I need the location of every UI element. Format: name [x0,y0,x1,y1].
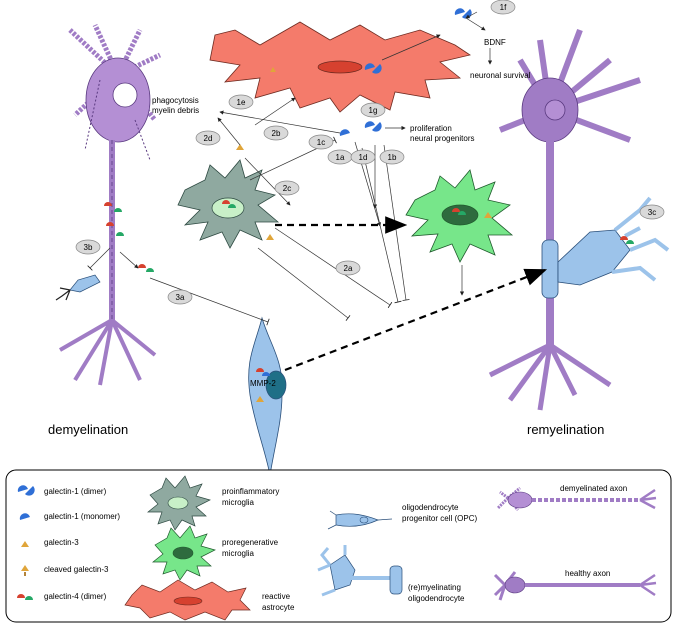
svg-text:2a: 2a [344,264,353,273]
svg-text:galectin-1 (dimer): galectin-1 (dimer) [44,487,107,496]
svg-text:1d: 1d [359,153,368,162]
svg-text:microglia: microglia [222,498,255,507]
label-neuronal-survival: neuronal survival [470,71,531,80]
step-pill-3b: 3b [75,239,101,255]
svg-text:3c: 3c [648,208,656,217]
svg-text:1f: 1f [500,3,507,12]
svg-text:cleaved galectin-3: cleaved galectin-3 [44,565,109,574]
svg-text:1b: 1b [388,153,397,162]
svg-text:1a: 1a [336,153,345,162]
step-pill-1f: 1f [490,0,516,15]
svg-text:2b: 2b [272,129,281,138]
legend-galectin-4-dimer: galectin-4 (dimer) [17,592,107,601]
svg-text:2c: 2c [283,184,291,193]
step-pill-3a: 3a [167,289,193,305]
reactive-astrocyte [209,21,471,113]
legend-cleaved-galectin-3: cleaved galectin-3 [21,565,109,576]
step-pill-3c: 3c [639,204,665,220]
legend-remyelinating-oligodendrocyte: (re)myelinating oligodendrocyte [317,545,465,603]
label-myelin-debris: myelin debris [152,106,199,115]
svg-text:proinflammatory: proinflammatory [222,487,279,496]
svg-text:reactive: reactive [262,592,291,601]
proinflammatory-microglia [177,159,280,249]
galectin-4-dimer-free [138,264,154,272]
galectin-1-dimer-astrocyte [364,63,382,74]
opc-center [248,316,287,476]
legend-proinflammatory-microglia: proinflammatory microglia [147,475,279,531]
galectin-1-dimer-1f [454,8,472,19]
svg-text:3b: 3b [84,243,93,252]
label-mmp2: MMP-2 [250,379,276,388]
svg-text:(re)myelinating: (re)myelinating [408,583,461,592]
legend: galectin-1 (dimer) galectin-1 (monomer) … [5,469,672,623]
step-pill-2c: 2c [274,180,300,196]
label-proliferation: proliferation [410,124,452,133]
label-bdnf: BDNF [484,38,506,47]
svg-text:1e: 1e [237,98,246,107]
svg-text:healthy axon: healthy axon [565,569,610,578]
legend-reactive-astrocyte: reactive astrocyte [124,579,295,621]
svg-text:1g: 1g [369,106,378,115]
step-pill-2b: 2b [263,125,289,141]
svg-text:galectin-1 (monomer): galectin-1 (monomer) [44,512,120,521]
svg-text:oligodendrocyte: oligodendrocyte [402,503,459,512]
svg-text:oligodendrocyte: oligodendrocyte [408,594,465,603]
svg-text:galectin-4 (dimer): galectin-4 (dimer) [44,592,107,601]
svg-text:proregenerative: proregenerative [222,538,279,547]
legend-opc: oligodendrocyte progenitor cell (OPC) [327,503,477,530]
healthy-neuron [488,28,641,411]
galectin-1-monomer [339,129,350,136]
label-demyelination: demyelination [48,422,128,437]
step-pill-1d: 1d [350,149,376,165]
step-pill-1g: 1g [360,102,386,118]
svg-text:galectin-3: galectin-3 [44,538,79,547]
step-pill-2d: 2d [195,130,221,146]
svg-text:1c: 1c [317,138,325,147]
svg-text:3a: 3a [176,293,185,302]
proregenerative-microglia [405,169,514,263]
step-pill-2a: 2a [335,260,361,276]
svg-text:astrocyte: astrocyte [262,603,295,612]
opc-small-left [55,274,101,301]
svg-text:microglia: microglia [222,549,255,558]
label-remyelination: remyelination [527,422,604,437]
svg-text:progenitor cell (OPC): progenitor cell (OPC) [402,514,477,523]
legend-proregenerative-microglia: proregenerative microglia [152,525,279,581]
step-pill-1c: 1c [308,134,334,150]
legend-healthy-axon: healthy axon [493,569,657,601]
label-neural-progenitors: neural progenitors [410,134,474,143]
legend-demyelinated-axon: demyelinated axon [496,484,657,511]
label-phagocytosis: phagocytosis [152,96,199,105]
galectin-1-dimer-1g [364,121,382,132]
galectin-3-free [236,144,274,240]
legend-galectin-3: galectin-3 [21,538,79,547]
svg-text:2d: 2d [204,134,213,143]
remyelinating-oligodendrocyte [557,196,670,286]
step-pill-1a: 1a [327,149,353,165]
legend-galectin-1-dimer: galectin-1 (dimer) [17,485,107,496]
step-pill-1b: 1b [379,149,405,165]
svg-text:demyelinated axon: demyelinated axon [560,484,627,493]
legend-galectin-1-monomer: galectin-1 (monomer) [19,512,120,521]
demyelinated-neuron [59,23,162,386]
step-pill-1e: 1e [228,94,254,110]
